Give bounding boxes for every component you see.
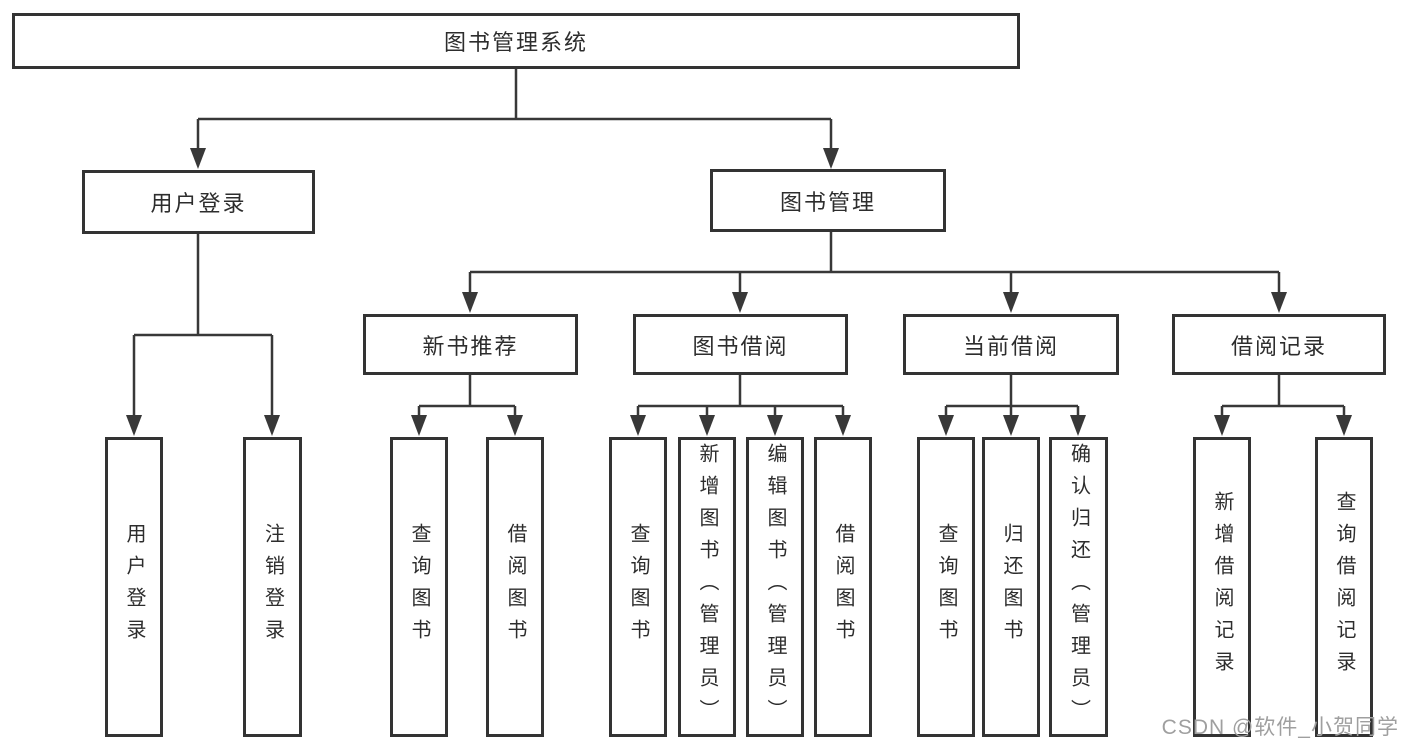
leaf-query-books-borrow: 查询图书 bbox=[609, 437, 667, 737]
leaf-label: 注销登录 bbox=[261, 523, 284, 651]
leaf-label: 新增图书（管理员） bbox=[696, 443, 718, 731]
leaf-label: 确认归还（管理员） bbox=[1067, 443, 1090, 731]
node-label: 当前借阅 bbox=[962, 333, 1059, 359]
node-library-management-system: 图书管理系统 bbox=[12, 13, 1020, 69]
connector-book-borrow-to-leaves bbox=[636, 375, 845, 417]
leaf-borrow-books: 借阅图书 bbox=[814, 437, 872, 737]
node-current-borrowing: 当前借阅 bbox=[903, 314, 1119, 375]
connector-current-borrow-to-leaves bbox=[944, 375, 1080, 417]
node-label: 图书借阅 bbox=[692, 333, 789, 359]
arrowheads bbox=[126, 148, 1352, 436]
leaf-query-books-recommend: 查询图书 bbox=[390, 437, 448, 737]
node-label: 图书管理 bbox=[779, 189, 876, 215]
leaf-label: 借阅图书 bbox=[504, 523, 526, 651]
node-book-borrowing: 图书借阅 bbox=[633, 314, 848, 375]
leaf-add-books-admin: 新增图书（管理员） bbox=[678, 437, 736, 737]
leaf-logout: 注销登录 bbox=[243, 437, 302, 737]
leaf-user-login: 用户登录 bbox=[105, 437, 163, 737]
leaf-borrow-books-recommend: 借阅图书 bbox=[486, 437, 544, 737]
leaf-label: 归还图书 bbox=[1000, 523, 1022, 651]
leaf-label: 用户登录 bbox=[123, 523, 145, 651]
node-label: 用户登录 bbox=[150, 191, 247, 216]
leaf-label: 借阅图书 bbox=[832, 523, 854, 651]
leaf-label: 新增借阅记录 bbox=[1211, 491, 1233, 683]
leaf-edit-books-admin: 编辑图书（管理员） bbox=[746, 437, 804, 737]
node-label: 借阅记录 bbox=[1230, 333, 1327, 359]
node-book-management: 图书管理 bbox=[710, 169, 946, 232]
connector-user-login-to-leaves bbox=[132, 234, 274, 417]
leaf-query-books-current: 查询图书 bbox=[917, 437, 975, 737]
leaf-label: 查询图书 bbox=[408, 523, 430, 651]
leaf-return-books: 归还图书 bbox=[982, 437, 1040, 737]
connector-book-mgmt-to-level3 bbox=[468, 232, 1281, 294]
leaf-label: 编辑图书（管理员） bbox=[764, 443, 786, 731]
node-borrowing-records: 借阅记录 bbox=[1172, 314, 1386, 375]
connector-borrow-record-to-leaves bbox=[1220, 375, 1346, 417]
connector-new-book-to-leaves bbox=[417, 375, 517, 417]
leaf-query-borrow-record: 查询借阅记录 bbox=[1315, 437, 1373, 737]
node-user-login: 用户登录 bbox=[82, 170, 315, 234]
node-label: 图书管理系统 bbox=[443, 30, 588, 55]
node-new-book-recommend: 新书推荐 bbox=[363, 314, 578, 375]
leaf-confirm-return-admin: 确认归还（管理员） bbox=[1049, 437, 1108, 737]
connector-root-to-level2 bbox=[196, 69, 833, 152]
leaf-label: 查询图书 bbox=[935, 523, 957, 651]
leaf-label: 查询图书 bbox=[627, 523, 649, 651]
node-label: 新书推荐 bbox=[422, 333, 519, 359]
csdn-watermark: CSDN @软件_小贺同学 bbox=[1161, 716, 1399, 739]
leaf-label: 查询借阅记录 bbox=[1333, 491, 1355, 683]
leaf-add-borrow-record: 新增借阅记录 bbox=[1193, 437, 1251, 737]
